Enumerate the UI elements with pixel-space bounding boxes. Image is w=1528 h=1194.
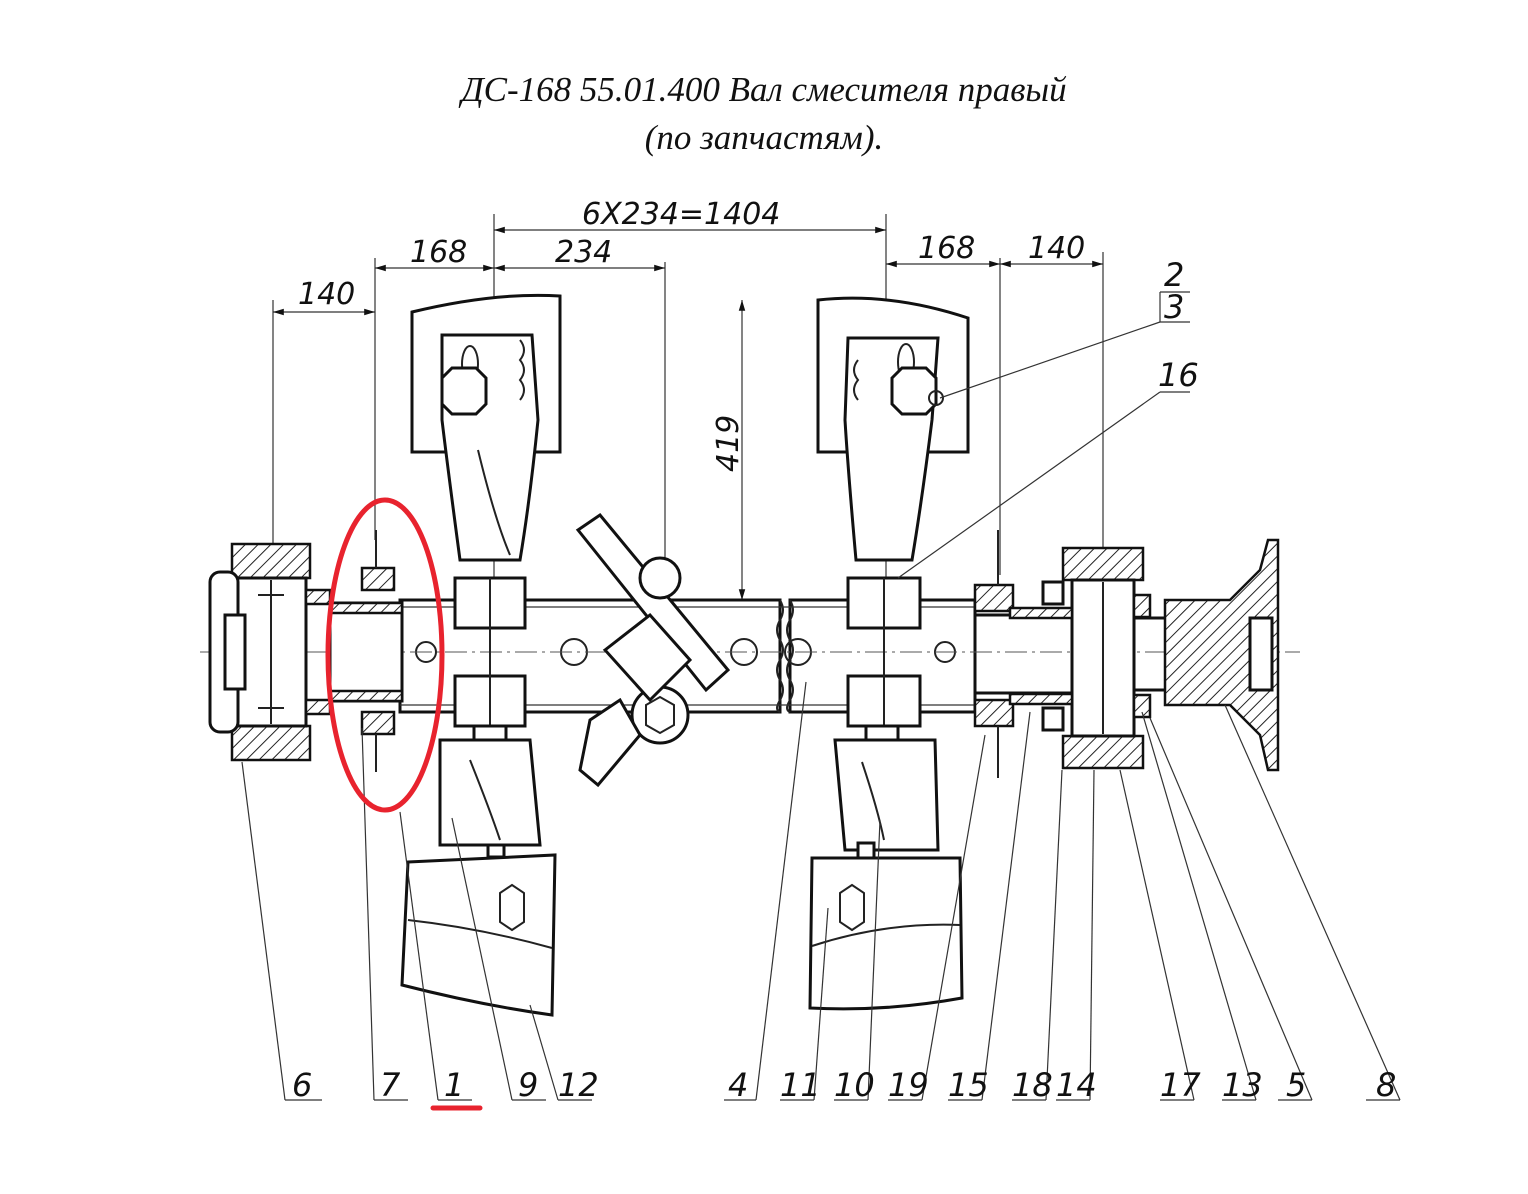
coupling-flange [1163,538,1280,772]
dim-total: 6Х234=1404 [582,197,780,232]
red-highlight [325,497,483,1111]
callout-numbers: 6 7 1 9 12 4 11 10 19 15 18 14 17 13 5 8… [292,256,1396,1104]
callout-3: 3 [1164,288,1184,326]
callout-1: 1 [444,1066,464,1104]
callout-14: 14 [1056,1066,1097,1104]
callout-13: 13 [1222,1066,1263,1104]
dim-right-168: 168 [918,231,975,266]
dim-left-140: 140 [298,277,355,312]
right-paddle-arm [808,296,970,1011]
callout-4: 4 [728,1066,748,1104]
callout-5: 5 [1286,1066,1306,1104]
center-paddle [575,512,731,788]
callout-12: 12 [558,1066,599,1104]
dim-right-140: 140 [1028,231,1085,266]
dim-left-168: 168 [410,235,467,270]
drawing-subtitle: (по запчастям). [644,118,884,157]
left-paddle-arm [400,293,562,1017]
callout-2: 2 [1164,256,1184,294]
callout-15: 15 [948,1066,989,1104]
callout-10: 10 [834,1066,875,1104]
dim-height-419: 419 [711,415,746,472]
callout-8: 8 [1376,1066,1396,1104]
callout-19: 19 [888,1066,929,1104]
drawing-title: ДС-168 55.01.400 Вал смесителя правый [461,70,1067,109]
dimension-lines [272,214,1104,600]
highlight-ellipse [325,497,445,813]
callout-17: 17 [1160,1066,1201,1104]
callout-leaders [241,291,1401,1101]
callout-16: 16 [1158,356,1199,394]
right-bearing-housing [973,530,1152,778]
callout-9: 9 [518,1066,538,1104]
callout-18: 18 [1012,1066,1053,1104]
dim-pitch-234: 234 [555,235,612,270]
callout-6: 6 [292,1066,312,1104]
callout-7: 7 [380,1066,401,1104]
left-bearing-housing [208,530,404,772]
callout-11: 11 [780,1066,821,1104]
